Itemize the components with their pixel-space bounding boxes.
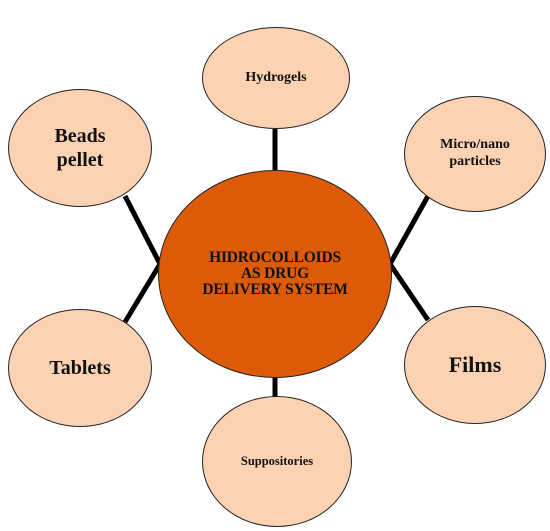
node-tablets: Tablets: [8, 309, 152, 427]
connector-tablets: [122, 262, 163, 324]
node-label-tablets: Tablets: [49, 357, 111, 379]
node-label-hydrogels: Hydrogels: [245, 69, 307, 85]
connector-beads-pellet: [122, 194, 163, 266]
node-films: Films: [404, 306, 546, 424]
connector-micro-nano: [387, 194, 431, 266]
center-node: HIDROCOLLOIDS AS DRUG DELIVERY SYSTEM: [158, 170, 392, 378]
node-label-suppositories: Suppositories: [240, 454, 314, 468]
node-label-beads-pellet: Beads pellet: [54, 125, 106, 171]
node-label-micro-nano-particles: Micro/nano particles: [440, 137, 510, 169]
center-label: HIDROCOLLOIDS AS DRUG DELIVERY SYSTEM: [202, 248, 348, 299]
node-micro-nano-particles: Micro/nano particles: [404, 96, 546, 212]
connector-films: [387, 262, 431, 322]
node-label-films: Films: [448, 351, 502, 377]
node-hydrogels: Hydrogels: [202, 27, 350, 129]
node-beads-pellet: Beads pellet: [8, 89, 152, 207]
node-suppositories: Suppositories: [202, 396, 352, 527]
